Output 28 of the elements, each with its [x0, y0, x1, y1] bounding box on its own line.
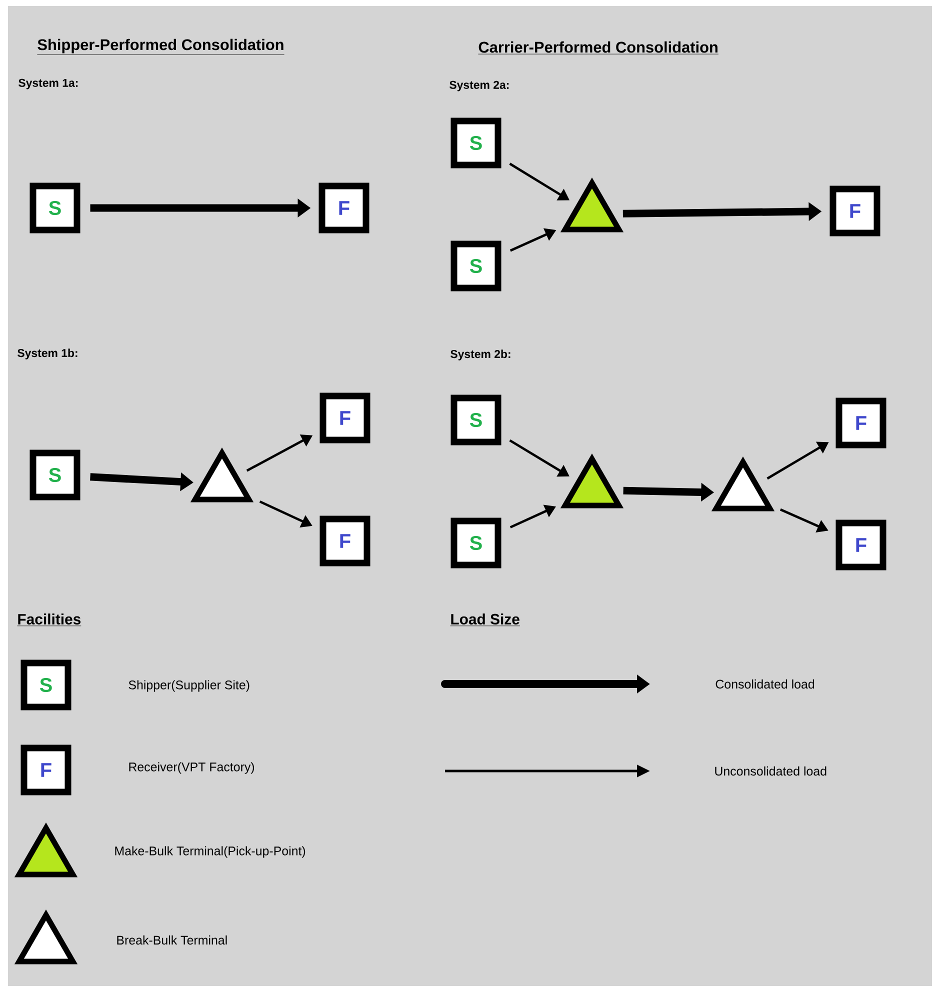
section-heading: Carrier-Performed Consolidation	[478, 41, 719, 54]
facility-box: F	[320, 516, 370, 566]
facility-box: F	[836, 398, 886, 448]
facility-box: S	[450, 518, 502, 568]
facility-box: S	[30, 450, 80, 500]
system-label: System 2b:	[450, 350, 510, 360]
legend-text: Shipper(Supplier Site)	[128, 680, 250, 692]
facility-box: F	[836, 520, 886, 570]
section-heading: Load Size	[450, 614, 520, 626]
section-heading: Shipper-Performed Consolidation	[37, 38, 284, 55]
facility-box: F	[318, 182, 370, 234]
facility-box: S	[450, 394, 502, 446]
section-heading: Facilities	[17, 614, 82, 626]
facility-box: F	[320, 392, 370, 444]
facility-box: S	[450, 118, 502, 168]
system-label: System 1a:	[18, 78, 78, 90]
facility-box: S	[30, 182, 80, 234]
legend-text: Break-Bulk Terminal	[117, 935, 227, 945]
legend-text: Receiver(VPT Factory)	[129, 762, 254, 774]
system-label: System 1b:	[18, 348, 78, 360]
legend-text: Unconsolidated load	[715, 766, 826, 776]
facility-box: S	[450, 240, 502, 292]
system-label: System 2a:	[450, 80, 509, 92]
legend-text: Consolidated load	[716, 679, 814, 689]
facility-box: F	[830, 186, 880, 236]
facility-box: F	[20, 744, 72, 796]
facility-box: S	[20, 660, 72, 710]
legend-text: Make-Bulk Terminal(Pick-up-Point)	[115, 846, 306, 858]
